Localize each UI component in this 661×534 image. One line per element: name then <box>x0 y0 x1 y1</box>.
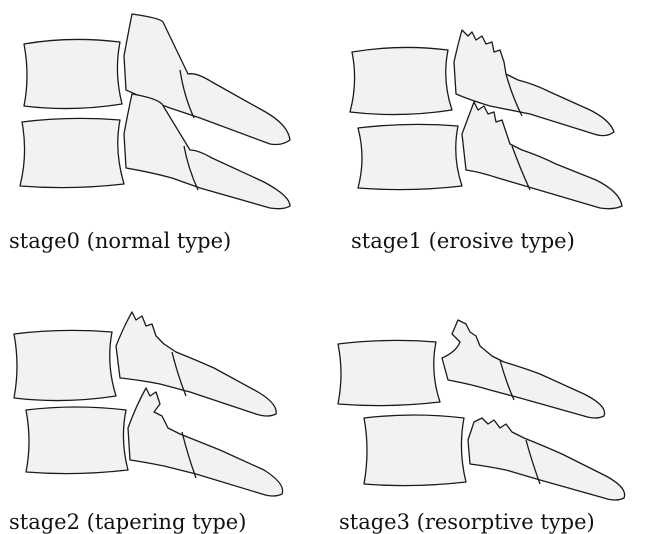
panel-stage0-drawing <box>20 14 290 209</box>
upper-vertebral-body <box>14 330 116 400</box>
lower-vertebral-body <box>26 407 128 474</box>
upper-vertebral-body <box>350 47 452 114</box>
caption-stage1: stage1 (erosive type) <box>351 231 575 252</box>
lower-vertebral-body <box>358 124 462 189</box>
panel-stage1-drawing <box>350 30 622 209</box>
upper-vertebral-body <box>24 39 122 108</box>
panel-stage3-drawing <box>338 320 625 500</box>
caption-stage0: stage0 (normal type) <box>9 231 231 252</box>
upper-lamina-resorbed <box>442 320 605 418</box>
panel-stage2-drawing <box>14 312 283 496</box>
lower-vertebral-body <box>364 415 466 486</box>
upper-vertebral-body <box>338 340 440 405</box>
caption-stage2: stage2 (tapering type) <box>9 512 246 533</box>
lower-vertebral-body <box>20 118 124 187</box>
lower-lamina-resorbed <box>468 418 625 500</box>
caption-stage3: stage3 (resorptive type) <box>339 512 595 533</box>
